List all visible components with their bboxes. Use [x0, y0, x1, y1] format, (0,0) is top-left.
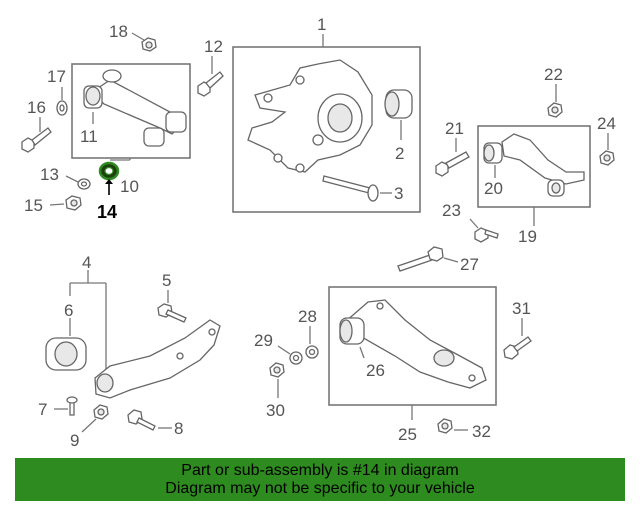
- nut-15: [65, 195, 82, 211]
- banner-line-2: Diagram may not be specific to your vehi…: [165, 480, 475, 497]
- lower-control-arm: [344, 299, 487, 389]
- bolt-5: [157, 303, 187, 323]
- nut-30: [269, 362, 285, 378]
- knuckle-assembly: [247, 59, 373, 173]
- part-14-bushing[interactable]: [98, 161, 120, 181]
- upper-link-assembly: [83, 69, 187, 147]
- nut-24: [599, 150, 615, 166]
- callout-27[interactable]: 27: [460, 255, 479, 274]
- bolt-21: [435, 151, 470, 177]
- washer-29: [289, 351, 303, 365]
- callout-28[interactable]: 28: [298, 307, 317, 326]
- parts-diagram: 1 2 3 4 5 6 7 8 9 10 11 12 13 14 15 16 1…: [21, 15, 616, 450]
- nut-18: [141, 37, 157, 52]
- bushing-6: [45, 337, 87, 371]
- callout-2[interactable]: 2: [395, 144, 404, 163]
- callout-10[interactable]: 10: [120, 177, 139, 196]
- callout-23[interactable]: 23: [442, 201, 461, 220]
- bolt-12: [197, 71, 224, 97]
- bushing-26: [339, 317, 365, 345]
- callout-18[interactable]: 18: [109, 22, 128, 41]
- group-box-10: [71, 63, 191, 159]
- callout-30[interactable]: 30: [266, 401, 285, 420]
- callout-16[interactable]: 16: [27, 98, 46, 117]
- nut-22: [547, 102, 563, 118]
- callout-7[interactable]: 7: [38, 400, 47, 419]
- callout-21[interactable]: 21: [445, 119, 464, 138]
- trailing-arm: [94, 319, 221, 399]
- callout-25[interactable]: 25: [398, 425, 417, 444]
- bolt-23: [474, 227, 499, 243]
- callout-29[interactable]: 29: [254, 331, 273, 350]
- selected-part-banner: Part or sub-assembly is #14 in diagram D…: [15, 458, 625, 501]
- washer-17: [56, 100, 68, 116]
- nut-9: [93, 404, 109, 420]
- callout-12[interactable]: 12: [204, 37, 223, 56]
- washer-28: [305, 345, 319, 359]
- callout-11[interactable]: 11: [80, 127, 98, 146]
- callout-14-highlighted[interactable]: 14: [97, 202, 117, 222]
- callout-6[interactable]: 6: [64, 301, 73, 320]
- callout-20[interactable]: 20: [484, 179, 503, 198]
- nut-32: [437, 418, 453, 434]
- bolt-16: [21, 127, 52, 153]
- callout-13[interactable]: 13: [40, 165, 59, 184]
- bolt-27: [397, 246, 444, 272]
- bushing-2: [384, 89, 413, 119]
- bolt-7: [66, 396, 78, 416]
- callout-19[interactable]: 19: [518, 227, 537, 246]
- callout-31[interactable]: 31: [512, 299, 531, 318]
- group-box-1: [232, 46, 421, 213]
- callout-9[interactable]: 9: [70, 431, 79, 450]
- callout-17[interactable]: 17: [47, 67, 66, 86]
- callout-22[interactable]: 22: [544, 65, 563, 84]
- callout-1[interactable]: 1: [317, 15, 326, 34]
- lateral-arm-assembly: [483, 133, 585, 197]
- banner-line-1: Part or sub-assembly is #14 in diagram: [181, 462, 459, 479]
- callout-5[interactable]: 5: [162, 271, 171, 290]
- washer-13: [77, 178, 91, 190]
- bolt-8: [127, 409, 156, 431]
- callout-26[interactable]: 26: [366, 361, 385, 380]
- callout-32[interactable]: 32: [472, 422, 491, 441]
- callout-15[interactable]: 15: [24, 196, 43, 215]
- bolt-31: [503, 336, 532, 360]
- callout-3[interactable]: 3: [394, 184, 403, 203]
- callout-24[interactable]: 24: [597, 114, 616, 133]
- bolt-3: [322, 175, 379, 202]
- callout-4[interactable]: 4: [82, 253, 91, 272]
- callout-8[interactable]: 8: [174, 419, 183, 438]
